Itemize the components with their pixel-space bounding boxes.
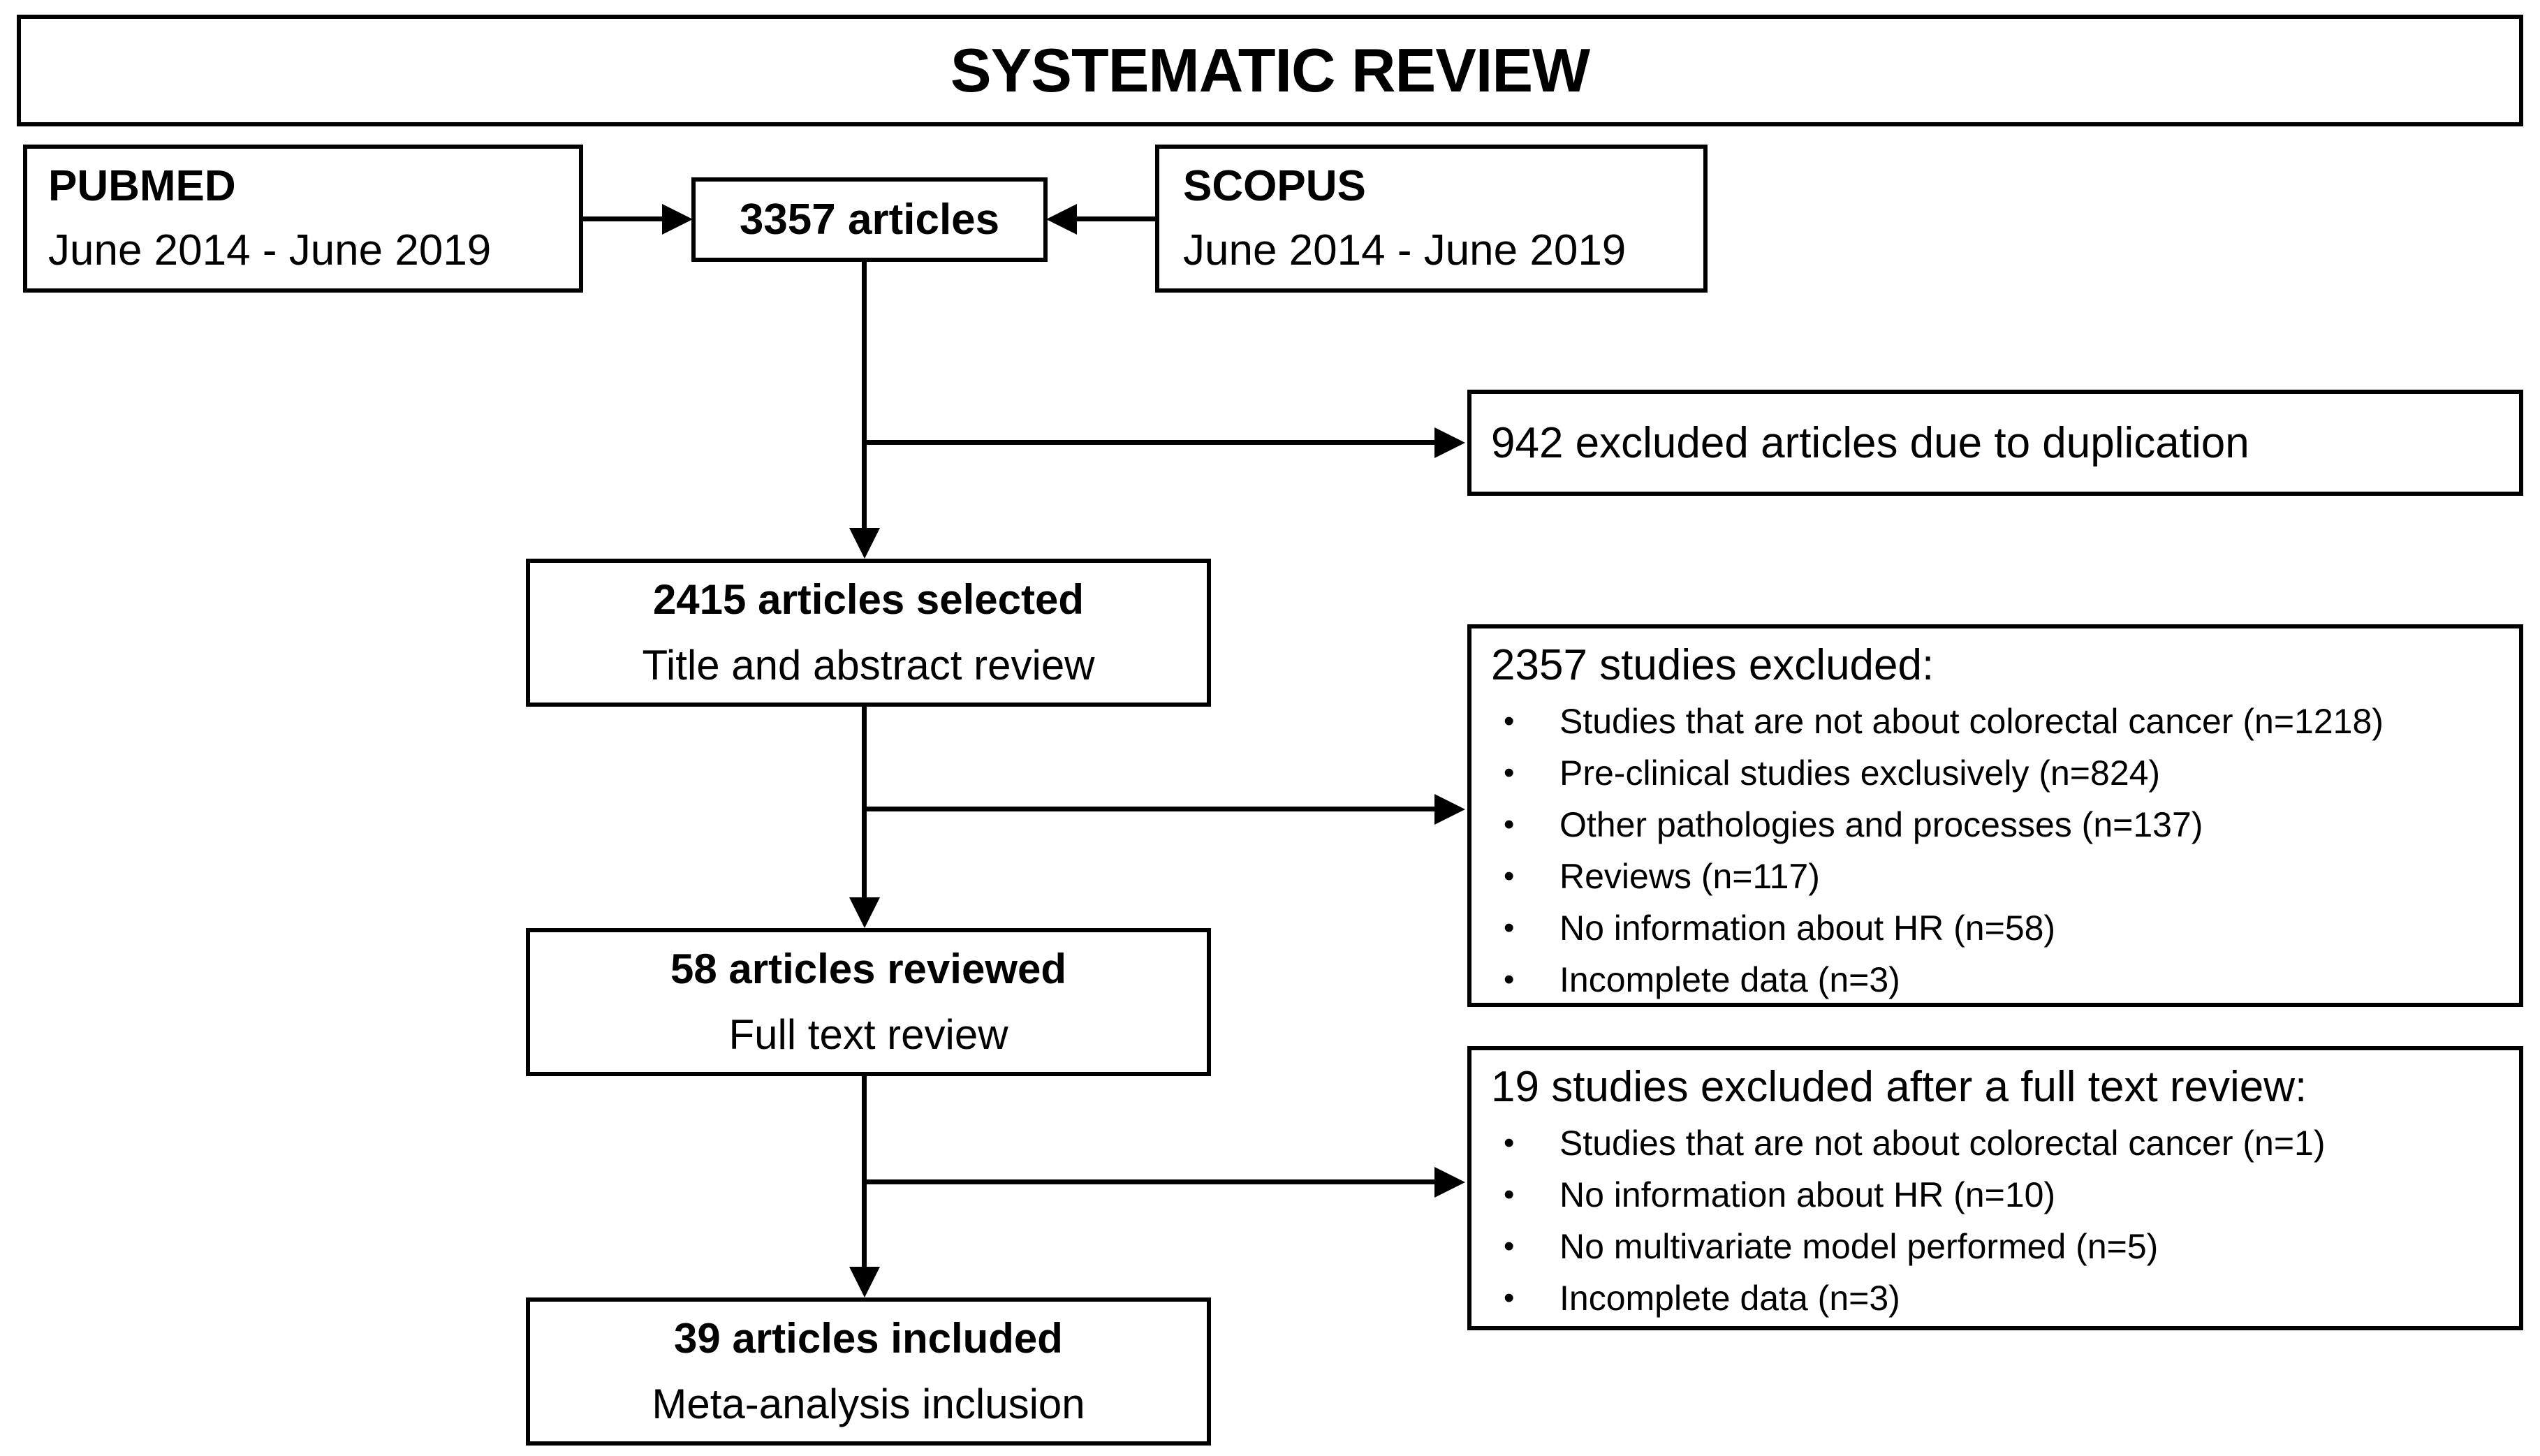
- bullet-icon: •: [1504, 756, 1515, 790]
- list-item-text: Incomplete data (n=3): [1559, 1279, 1900, 1318]
- included-headline: 39 articles included: [674, 1315, 1063, 1362]
- arrow-right-icon: [1434, 1167, 1465, 1198]
- list-item-text: No information about HR (n=10): [1559, 1175, 2056, 1214]
- fulltext-review-headline: 58 articles reviewed: [670, 946, 1067, 992]
- connector-duplicates-branch: [862, 440, 1436, 445]
- bullet-icon: •: [1504, 1281, 1515, 1315]
- abstract-excluded-headline: 2357 studies excluded:: [1491, 641, 1935, 689]
- pubmed-date-range: June 2014 - June 2019: [48, 226, 492, 274]
- list-item: • Studies that are not about colorectal c…: [1491, 1117, 2325, 1169]
- bullet-icon: •: [1504, 807, 1515, 841]
- arrow-right-icon: [662, 204, 693, 235]
- fulltext-excluded-list: • Studies that are not about colorectal c…: [1491, 1117, 2325, 1324]
- duplicates-excluded-label: 942 excluded articles due to duplication: [1491, 418, 2249, 467]
- pubmed-source-box: PUBMED June 2014 - June 2019: [23, 145, 583, 293]
- list-item-text: No multivariate model performed (n=5): [1559, 1227, 2159, 1266]
- articles-identified-box: 3357 articles: [691, 177, 1048, 262]
- fulltext-review-subtitle: Full text review: [728, 1011, 1008, 1058]
- included-box: 39 articles included Meta-analysis inclu…: [526, 1297, 1211, 1446]
- bullet-icon: •: [1504, 911, 1515, 945]
- abstract-excluded-box: 2357 studies excluded: • Studies that are…: [1467, 624, 2523, 1007]
- arrow-down-icon: [849, 528, 880, 559]
- list-item-text: Studies that are not about colorectal ca…: [1559, 702, 2384, 741]
- bullet-icon: •: [1504, 704, 1515, 738]
- connector-fulltext-excluded-branch: [862, 1179, 1436, 1184]
- fulltext-review-box: 58 articles reviewed Full text review: [526, 928, 1211, 1076]
- list-item-text: Studies that are not about colorectal ca…: [1559, 1124, 2326, 1163]
- list-item-text: Incomplete data (n=3): [1559, 960, 1900, 999]
- pubmed-name: PUBMED: [48, 162, 236, 210]
- scopus-date-range: June 2014 - June 2019: [1183, 226, 1627, 274]
- bullet-icon: •: [1504, 859, 1515, 893]
- list-item: • No information about HR (n=58): [1491, 902, 2384, 954]
- connector-scopus-identified: [1077, 216, 1155, 221]
- bullet-icon: •: [1504, 1126, 1515, 1160]
- list-item-text: No information about HR (n=58): [1559, 909, 2056, 948]
- fulltext-excluded-headline: 19 studies excluded after a full text re…: [1491, 1063, 2307, 1111]
- list-item: • No multivariate model performed (n=5): [1491, 1221, 2325, 1272]
- arrow-down-icon: [849, 897, 880, 928]
- bullet-icon: •: [1504, 1177, 1515, 1212]
- arrow-left-icon: [1046, 204, 1077, 235]
- list-item: • No information about HR (n=10): [1491, 1169, 2325, 1221]
- bullet-icon: •: [1504, 962, 1515, 997]
- list-item: • Other pathologies and processes (n=137): [1491, 799, 2384, 851]
- bullet-icon: •: [1504, 1229, 1515, 1263]
- list-item-text: Other pathologies and processes (n=137): [1559, 805, 2203, 844]
- duplicates-excluded-box: 942 excluded articles due to duplication: [1467, 390, 2523, 496]
- scopus-name: SCOPUS: [1183, 162, 1366, 210]
- list-item: • Pre-clinical studies exclusively (n=824…: [1491, 747, 2384, 799]
- abstract-review-subtitle: Title and abstract review: [642, 642, 1095, 689]
- arrow-right-icon: [1434, 427, 1465, 458]
- page-title: SYSTEMATIC REVIEW: [950, 36, 1590, 105]
- connector-pubmed-identified: [583, 216, 663, 221]
- connector-identified-abstract: [862, 262, 867, 528]
- arrow-right-icon: [1434, 794, 1465, 825]
- list-item-text: Reviews (n=117): [1559, 857, 1820, 896]
- list-item: • Studies that are not about colorectal c…: [1491, 696, 2384, 747]
- list-item: • Incomplete data (n=3): [1491, 954, 2384, 1006]
- list-item: • Reviews (n=117): [1491, 851, 2384, 902]
- included-subtitle: Meta-analysis inclusion: [652, 1381, 1085, 1427]
- abstract-review-headline: 2415 articles selected: [652, 576, 1085, 623]
- connector-abstract-fulltext: [862, 707, 867, 897]
- arrow-down-icon: [849, 1267, 880, 1297]
- scopus-source-box: SCOPUS June 2014 - June 2019: [1155, 145, 1708, 293]
- abstract-excluded-list: • Studies that are not about colorectal c…: [1491, 696, 2384, 1006]
- connector-abstract-excluded-branch: [862, 807, 1436, 811]
- fulltext-excluded-box: 19 studies excluded after a full text re…: [1467, 1046, 2523, 1330]
- abstract-review-box: 2415 articles selected Title and abstrac…: [526, 559, 1211, 707]
- articles-identified-count: 3357 articles: [739, 196, 1000, 244]
- title-banner: SYSTEMATIC REVIEW: [17, 15, 2523, 126]
- list-item-text: Pre-clinical studies exclusively (n=824): [1559, 753, 2161, 793]
- connector-fulltext-included: [862, 1076, 867, 1267]
- list-item: • Incomplete data (n=3): [1491, 1272, 2325, 1324]
